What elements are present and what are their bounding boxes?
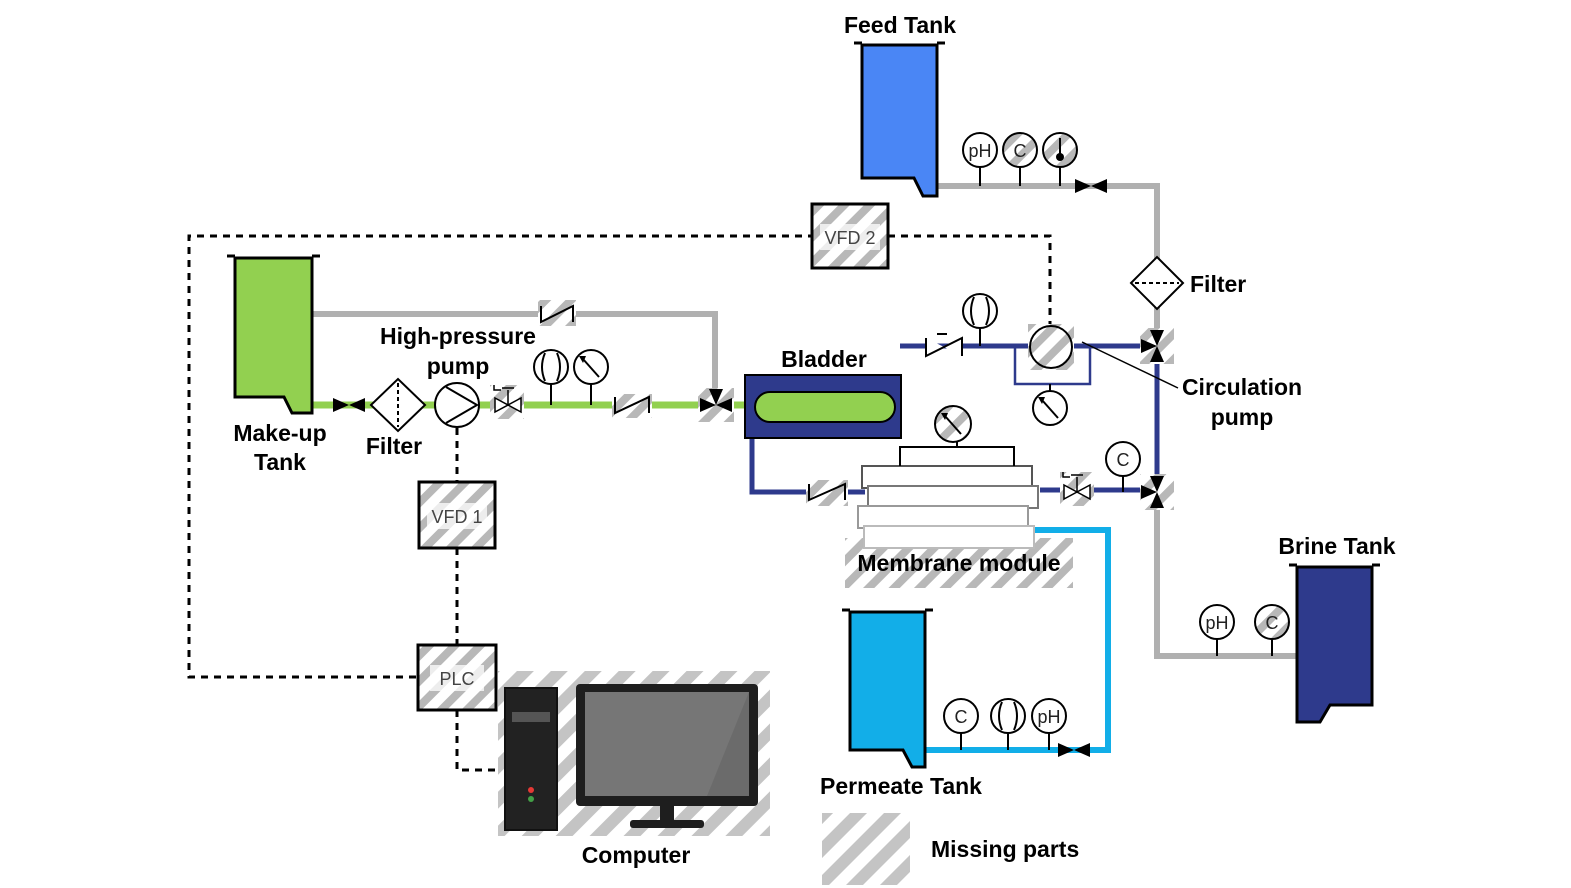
pressure-gauge-green	[573, 349, 609, 405]
plc-box: PLC	[416, 643, 498, 712]
ph-sensor-permeate: pH	[1031, 698, 1067, 750]
brine-line	[1154, 490, 1297, 659]
threeway-valve-bladder-inlet	[698, 388, 734, 422]
membrane-module	[845, 440, 1073, 588]
circ-pump-label-2: pump	[1211, 404, 1274, 430]
permeate-tank	[842, 608, 933, 769]
check-valve-blue-top	[925, 333, 963, 358]
conductivity-sensor-permeate: C	[943, 698, 979, 750]
plc-label: PLC	[439, 669, 474, 689]
check-valve-green	[612, 394, 652, 418]
check-valve-blue-bottom	[806, 480, 848, 506]
signal-plc-to-vfd2	[187, 234, 812, 679]
filter-left-label: Filter	[366, 433, 422, 459]
signal-plc-to-computer	[455, 710, 505, 772]
valve-permeate-line	[1058, 743, 1090, 757]
relief-valve-blue	[1060, 472, 1094, 506]
vfd1-box: VFD 1	[417, 480, 497, 550]
ph-sensor-permeate-text: pH	[1037, 707, 1060, 727]
permeate-line-path	[925, 527, 1111, 753]
circ-pump-label-1: Circulation	[1182, 374, 1302, 400]
ph-sensor-feed-text: pH	[968, 141, 991, 161]
signal-lines	[187, 234, 1052, 772]
ph-sensor-brine-text: pH	[1205, 613, 1228, 633]
brine-tank	[1289, 563, 1380, 724]
vfd1-label: VFD 1	[431, 507, 482, 527]
computer-label: Computer	[582, 842, 691, 868]
permeate-line	[925, 527, 1111, 753]
filter-right	[1129, 255, 1185, 311]
vfd2-label: VFD 2	[824, 228, 875, 248]
conductivity-sensor-permeate-text: C	[955, 707, 968, 727]
hp-pump-label-2: pump	[427, 353, 490, 379]
conductivity-sensor-loop: C	[1105, 441, 1141, 492]
threeway-valve-top-right	[1140, 328, 1174, 364]
permeate-tank-label: Permeate Tank	[820, 773, 982, 799]
legend-hatch-swatch	[822, 813, 910, 885]
valve-makeup-outlet	[333, 398, 365, 412]
conductivity-sensor-feed-text: C	[1014, 141, 1027, 161]
threeway-valve-bottom-right	[1140, 474, 1174, 510]
labels: Feed Tank Make-up Tank Filter Filter Hig…	[233, 12, 1395, 868]
makeup-tank-label-1: Make-up	[233, 420, 326, 446]
circulation-pump	[1028, 324, 1074, 370]
circulation-pump-leader	[1081, 341, 1179, 389]
bladder	[744, 374, 902, 439]
legend: Missing parts	[822, 813, 1079, 885]
hp-pump-label-1: High-pressure	[380, 323, 536, 349]
makeup-tank	[227, 254, 320, 415]
flow-meter-blue	[962, 293, 998, 329]
check-valve-return	[538, 300, 576, 326]
ph-sensor-feed: pH	[962, 132, 998, 186]
ph-sensor-brine: pH	[1199, 604, 1235, 656]
vfd2-box: VFD 2	[810, 202, 890, 270]
flow-meter-green	[533, 349, 569, 405]
makeup-tank-label-2: Tank	[254, 449, 306, 475]
high-pressure-pump	[434, 382, 480, 428]
feed-tank-label: Feed Tank	[844, 12, 956, 38]
conductivity-sensor-loop-text: C	[1117, 450, 1130, 470]
valve-feed-line	[1075, 179, 1107, 193]
conductivity-sensor-feed: C	[1002, 132, 1038, 186]
pressure-gauge-membrane	[934, 405, 972, 443]
membrane-module-label: Membrane module	[857, 550, 1060, 576]
flow-meter-permeate	[990, 698, 1026, 750]
filter-left	[369, 377, 427, 433]
bladder-label: Bladder	[781, 346, 867, 372]
makeup-return-line	[313, 311, 718, 398]
temperature-sensor-feed	[1042, 132, 1078, 186]
conductivity-sensor-brine: C	[1254, 604, 1290, 656]
pressure-gauge-circ	[1032, 384, 1068, 426]
legend-missing-label: Missing parts	[931, 836, 1079, 862]
filter-right-label: Filter	[1190, 271, 1246, 297]
conductivity-sensor-brine-text: C	[1266, 613, 1279, 633]
signal-vfd2-to-circ-pump	[888, 234, 1052, 325]
circ-pump-bypass	[1013, 346, 1092, 386]
computer-tower	[504, 687, 558, 831]
feed-tank	[854, 41, 945, 198]
brine-tank-label: Brine Tank	[1278, 533, 1395, 559]
computer	[498, 671, 770, 836]
relief-valve-green	[490, 385, 524, 419]
